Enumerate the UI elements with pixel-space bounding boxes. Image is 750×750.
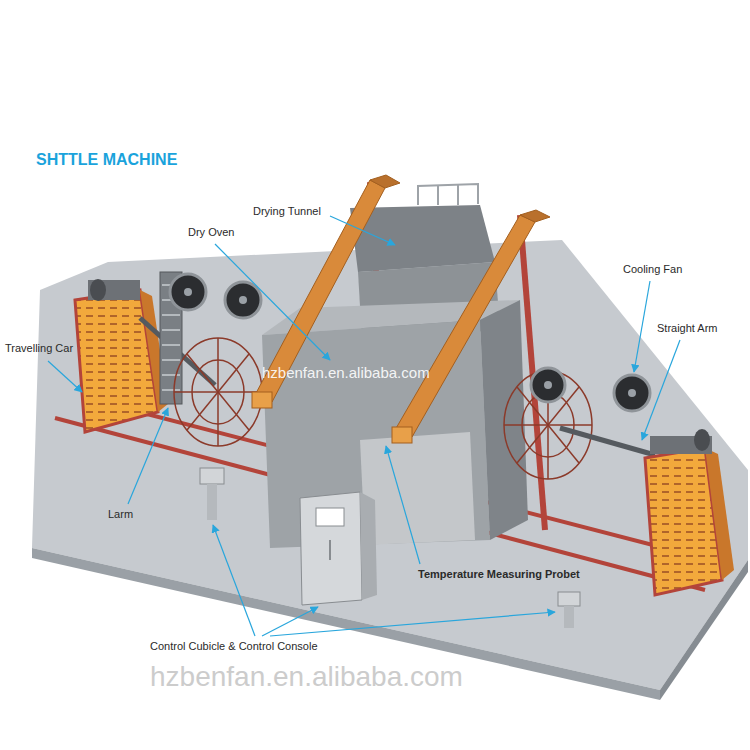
- cooling-fan: [531, 368, 650, 411]
- fan: [531, 368, 565, 402]
- beam-cap: [370, 175, 400, 188]
- cooling-fan: [170, 274, 261, 318]
- car-motor: [88, 280, 140, 300]
- mould-frame-left: [174, 338, 262, 446]
- part-label: Larm: [108, 508, 133, 521]
- rung: [162, 329, 180, 331]
- cabinet-front: [300, 492, 362, 605]
- fan-hub: [628, 389, 636, 397]
- leader-line: [262, 607, 318, 636]
- leader-line: [48, 361, 82, 392]
- rung: [162, 374, 180, 376]
- part-label: Drying Tunnel: [253, 205, 321, 218]
- tunnel-top: [350, 205, 495, 272]
- rung: [162, 314, 180, 316]
- cabinet-handle: [329, 540, 331, 560]
- railing: [418, 184, 478, 205]
- part-label: Straight Arm: [657, 322, 718, 335]
- railing: [437, 185, 439, 205]
- control-cubicle: [300, 492, 377, 605]
- floor-surface: [32, 240, 748, 690]
- part-label: Cooling Fan: [623, 263, 682, 276]
- fan: [170, 274, 206, 310]
- beam: [395, 215, 535, 437]
- rung: [162, 344, 180, 346]
- fan-hub: [184, 288, 192, 296]
- spoke: [187, 354, 249, 430]
- cabinet-panel: [316, 508, 344, 526]
- console-head: [200, 468, 224, 484]
- leader-line: [270, 612, 555, 636]
- cabinet-side: [360, 492, 377, 600]
- beam-foot: [392, 427, 412, 443]
- beam-foot: [252, 392, 272, 408]
- car-motor: [694, 429, 710, 451]
- part-label: Control Cubicle & Control Console: [150, 640, 318, 653]
- leader-line: [330, 216, 395, 245]
- diagram-title: SHTTLE MACHINE: [36, 150, 177, 169]
- leader-line: [213, 525, 255, 636]
- console-post: [564, 606, 574, 628]
- leader-line: [642, 340, 680, 440]
- travelling-car-right: [560, 428, 734, 595]
- watermark: hzbenfan.en.alibaba.com: [150, 660, 463, 694]
- straight-arm: [560, 428, 655, 455]
- leader-line: [386, 446, 420, 564]
- dry-oven: [262, 182, 545, 548]
- part-label: Temperature Measuring Probet: [418, 568, 580, 581]
- spoke: [187, 354, 249, 430]
- wheel: [174, 338, 262, 446]
- car-motor: [90, 279, 106, 301]
- rung: [162, 359, 180, 361]
- gantry-beam: [252, 175, 550, 443]
- railing: [457, 185, 459, 205]
- leader-line: [634, 281, 650, 372]
- leader-line: [128, 408, 168, 504]
- rung: [162, 389, 180, 391]
- part-label: Dry Oven: [188, 226, 234, 239]
- car-side: [705, 448, 734, 580]
- fan: [225, 282, 261, 318]
- floor-platform: [32, 240, 748, 700]
- fan-hub: [544, 381, 552, 389]
- oven-door: [360, 432, 475, 545]
- fan: [614, 375, 650, 411]
- part-label: Travelling Car: [5, 342, 73, 355]
- watermark: hzbenfan.en.alibaba.com: [262, 364, 430, 382]
- console-head: [558, 592, 580, 606]
- leader-line: [215, 244, 330, 360]
- mould-frame-right: [504, 371, 592, 479]
- control-console: [200, 468, 580, 628]
- wheel: [504, 371, 592, 479]
- track-rails: [55, 398, 730, 590]
- beam-cap: [520, 210, 550, 222]
- leader-lines: [48, 216, 680, 636]
- fan-hub: [239, 296, 247, 304]
- console-post: [207, 484, 217, 520]
